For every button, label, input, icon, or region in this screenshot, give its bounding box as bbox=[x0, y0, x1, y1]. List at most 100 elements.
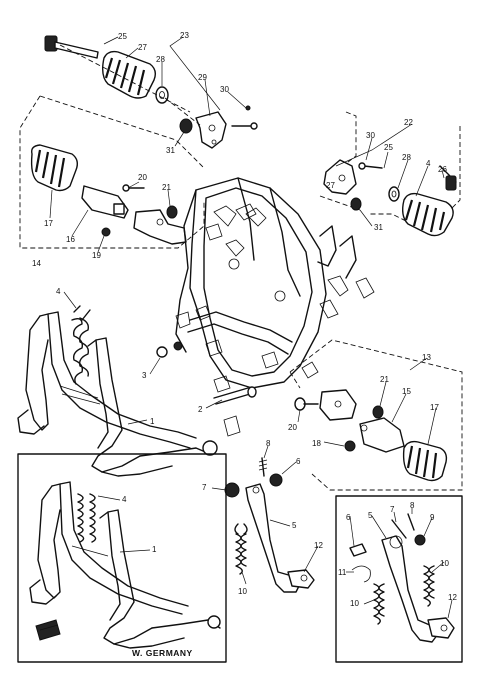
callout-6-center: 6 bbox=[296, 457, 301, 466]
front-footrest-right-group bbox=[289, 339, 463, 491]
stand-shaft-2 bbox=[213, 386, 257, 437]
callout-labels: 25 27 23 28 29 30 31 20 21 17 16 19 14 2… bbox=[32, 31, 457, 658]
bolt-20-left bbox=[122, 184, 145, 192]
nut-21-right bbox=[372, 405, 384, 419]
footrest-bracket-29-left bbox=[195, 111, 227, 149]
callout-10-alt-left: 10 bbox=[350, 599, 359, 608]
callout-15: 15 bbox=[402, 387, 411, 396]
rear-footrest-right-group bbox=[319, 111, 461, 237]
callout-1-inset: 1 bbox=[152, 545, 157, 554]
nut-21-left bbox=[166, 205, 178, 219]
footrest-bracket-left bbox=[133, 209, 187, 245]
callout-21-left: 21 bbox=[162, 183, 171, 192]
callout-20-left: 20 bbox=[138, 173, 147, 182]
callout-30-left: 30 bbox=[220, 85, 229, 94]
callout-28-right: 28 bbox=[402, 153, 411, 162]
callout-27-left: 27 bbox=[138, 43, 147, 52]
nut-31-right bbox=[350, 197, 362, 211]
bolt-25-left bbox=[44, 35, 99, 59]
nut-31-left bbox=[179, 118, 193, 134]
side-stand-spring-10-alt-right bbox=[423, 565, 435, 607]
footrest-bracket-right bbox=[319, 389, 357, 421]
inset-w-germany bbox=[17, 453, 227, 663]
pin-30-right bbox=[358, 162, 383, 170]
footrest-rubber-26-right bbox=[401, 192, 454, 237]
callout-4-stand: 4 bbox=[56, 287, 61, 296]
callout-31-left: 31 bbox=[166, 146, 175, 155]
callout-1-stand: 1 bbox=[150, 417, 155, 426]
callout-12-center: 12 bbox=[314, 541, 323, 550]
stand-foot-12-center bbox=[287, 569, 315, 589]
callout-25-right: 25 bbox=[384, 143, 393, 152]
spring-18-right bbox=[344, 440, 356, 452]
stand-pivot-3 bbox=[156, 341, 183, 358]
footrest-15-right bbox=[359, 417, 405, 453]
footrest-bracket-27-right bbox=[323, 159, 357, 195]
bolt-20-right bbox=[294, 397, 319, 411]
callout-4-inset: 4 bbox=[122, 495, 127, 504]
callout-25-left: 25 bbox=[118, 32, 127, 41]
side-stand-alt-box bbox=[335, 495, 463, 663]
washer-28-left bbox=[155, 86, 169, 104]
callout-3: 3 bbox=[142, 371, 147, 380]
callout-29: 29 bbox=[198, 73, 207, 82]
callout-9: 9 bbox=[430, 513, 435, 522]
callout-4-right: 4 bbox=[426, 159, 431, 168]
spring-19-left bbox=[101, 227, 111, 237]
callout-8-center: 8 bbox=[266, 439, 271, 448]
bolt-25-right bbox=[439, 165, 457, 191]
callout-2: 2 bbox=[198, 405, 203, 414]
callout-26: 26 bbox=[438, 165, 447, 174]
callout-10-alt-right: 10 bbox=[440, 559, 449, 568]
callout-14: 14 bbox=[32, 259, 41, 268]
callout-8-alt: 8 bbox=[410, 501, 415, 510]
callout-18: 18 bbox=[312, 439, 321, 448]
callout-27-right: 27 bbox=[326, 181, 335, 190]
front-footrest-left-group bbox=[19, 95, 205, 249]
rear-footrest-left-group bbox=[44, 35, 258, 149]
footrest-rubber-17-right bbox=[402, 440, 448, 482]
side-stand-spring-10-alt-left bbox=[373, 583, 385, 625]
callout-20-right: 20 bbox=[288, 423, 297, 432]
callout-31-right: 31 bbox=[374, 223, 383, 232]
inset-caption: W. GERMANY bbox=[132, 648, 193, 658]
frame-main bbox=[175, 177, 375, 393]
callout-16: 16 bbox=[66, 235, 75, 244]
callout-6-alt: 6 bbox=[346, 513, 351, 522]
side-stand-group bbox=[224, 457, 315, 593]
callout-28-left: 28 bbox=[156, 55, 165, 64]
callout-23: 23 bbox=[180, 31, 189, 40]
stand-spring-4 bbox=[71, 305, 91, 385]
inset-small-plate bbox=[35, 619, 61, 641]
nut-6-center bbox=[269, 473, 283, 487]
bolt-6-alt bbox=[349, 543, 367, 557]
callout-5-alt: 5 bbox=[368, 511, 373, 520]
callout-11: 11 bbox=[338, 568, 347, 577]
stand-foot-12-alt bbox=[427, 617, 455, 639]
bracket-11-alt bbox=[351, 565, 371, 583]
footrest-rubber-27-left bbox=[101, 50, 157, 99]
pin-30-left bbox=[231, 105, 258, 130]
bolt-7-alt bbox=[391, 519, 407, 539]
side-stand-spring-10-center bbox=[234, 523, 248, 575]
callout-17-left: 17 bbox=[44, 219, 53, 228]
bolt-8-center bbox=[258, 457, 268, 477]
callout-13: 13 bbox=[422, 353, 431, 362]
leader-lines bbox=[49, 36, 453, 619]
callout-7-alt: 7 bbox=[390, 505, 395, 514]
footrest-16-left bbox=[81, 185, 129, 219]
callout-21-right: 21 bbox=[380, 375, 389, 384]
callout-10-center: 10 bbox=[238, 587, 247, 596]
footrest-rubber-17-left bbox=[30, 144, 79, 192]
callout-12-alt: 12 bbox=[448, 593, 457, 602]
callout-7-center: 7 bbox=[202, 483, 207, 492]
bolt-8-alt bbox=[407, 513, 426, 546]
callout-22: 22 bbox=[404, 118, 413, 127]
bolt-7-center bbox=[224, 482, 240, 498]
callout-17-right: 17 bbox=[430, 403, 439, 412]
side-stand-5 bbox=[245, 483, 301, 593]
callout-5-center: 5 bbox=[292, 521, 297, 530]
callout-19: 19 bbox=[92, 251, 101, 260]
washer-28-right bbox=[388, 186, 400, 202]
